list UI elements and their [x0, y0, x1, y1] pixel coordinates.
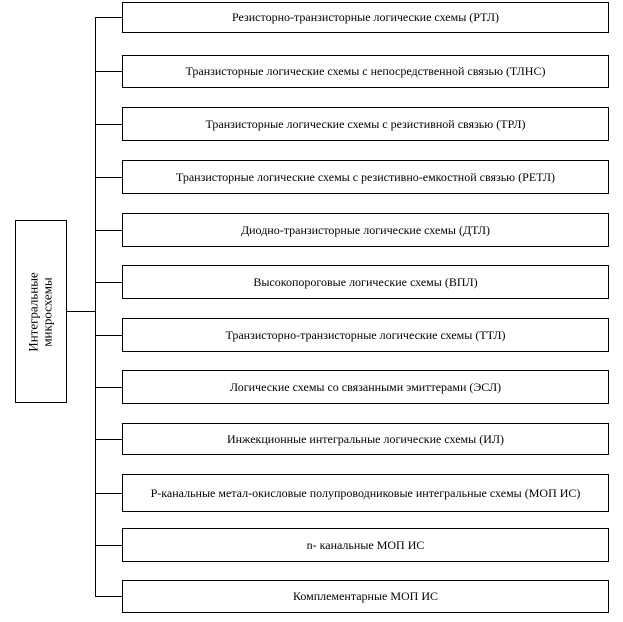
branch-line — [95, 493, 123, 494]
branch-line — [95, 439, 123, 440]
child-node-trl: Транзисторные логические схемы с резисти… — [122, 107, 609, 141]
branch-line — [95, 282, 123, 283]
child-node-il: Инжекционные интегральные логические схе… — [122, 423, 609, 455]
branch-line — [95, 124, 123, 125]
child-node-esl: Логические схемы со связанными эмиттерам… — [122, 370, 609, 404]
root-label-line2: микросхемы — [40, 276, 56, 347]
branch-line — [95, 545, 123, 546]
branch-line — [95, 71, 123, 72]
child-node-vpl: Высокопороговые логические схемы (ВПЛ) — [122, 265, 609, 299]
branch-line — [95, 230, 123, 231]
child-node-retl: Транзисторные логические схемы с резисти… — [122, 160, 609, 194]
root-node-box: Интегральные микросхемы — [15, 220, 67, 403]
trunk-line — [95, 17, 96, 596]
branch-line — [95, 335, 123, 336]
root-connector — [67, 311, 96, 312]
child-node-dtl: Диодно-транзисторные логические схемы (Д… — [122, 213, 609, 247]
branch-line — [95, 596, 123, 597]
branch-line — [95, 177, 123, 178]
child-node-rtl: Резисторно-транзисторные логические схем… — [122, 2, 609, 33]
child-node-ttl: Транзисторно-транзисторные логические сх… — [122, 318, 609, 352]
root-node-label: Интегральные микросхемы — [26, 272, 56, 351]
branch-line — [95, 387, 123, 388]
child-node-n-mos: n- канальные МОП ИС — [122, 528, 609, 562]
child-node-cmos: Комплементарные МОП ИС — [122, 580, 609, 613]
child-node-tlns: Транзисторные логические схемы с непосре… — [122, 55, 609, 88]
child-node-p-mos: Р-канальные метал-окисловые полупроводни… — [122, 474, 609, 512]
branch-line — [95, 17, 123, 18]
